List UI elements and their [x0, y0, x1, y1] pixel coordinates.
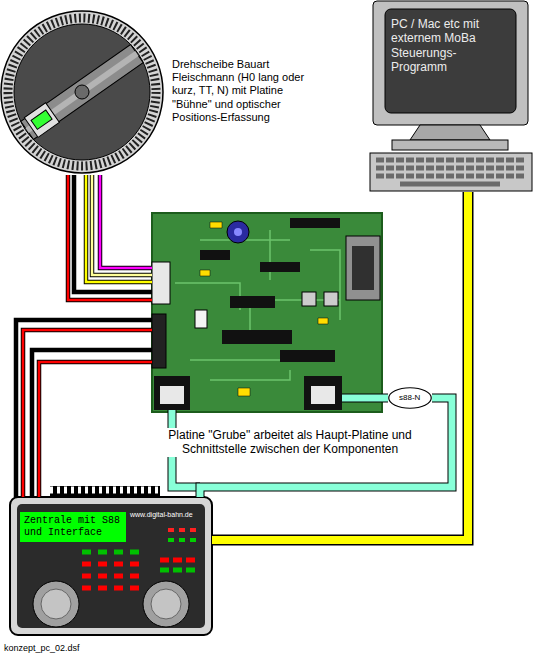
monitor-base — [392, 140, 508, 150]
station-panel — [17, 504, 205, 628]
pin-header — [195, 310, 207, 328]
red-buttons — [82, 586, 142, 591]
cable-sheath — [32, 350, 152, 497]
cable-sheath — [86, 175, 152, 282]
keyboard-keys — [376, 174, 526, 179]
serial-socket — [352, 246, 374, 290]
red-buttons — [160, 558, 196, 563]
rj-jack — [304, 376, 342, 410]
keyboard-spacebar — [400, 182, 500, 187]
adapter-label: s88-N — [399, 393, 420, 403]
website-label: www.digital-bahn.de — [130, 511, 193, 519]
turntable-bridge — [20, 44, 144, 141]
monitor-screen — [385, 9, 516, 113]
push-button — [324, 292, 338, 306]
lcd-text: Zentrale mit S88 und Interface — [20, 512, 126, 542]
capacitor — [227, 221, 249, 243]
red-buttons — [82, 574, 142, 579]
speed-knob-cap — [41, 589, 71, 619]
monitor-housing — [373, 1, 528, 125]
pcb-board — [152, 213, 382, 412]
cable-sheath — [68, 175, 152, 300]
ic-chips — [200, 218, 340, 362]
cabin-window — [31, 110, 52, 129]
keyboard-keys — [376, 166, 526, 171]
board-caption: Platine "Grube" arbeitet als Haupt-Plati… — [154, 428, 426, 457]
status-leds — [168, 528, 196, 532]
cable-core — [23, 330, 152, 497]
turntable-pivot — [75, 85, 89, 99]
rj-jack-socket — [311, 386, 335, 404]
main-board: Platine "Grube" arbeitet als Haupt-Plati… — [152, 213, 382, 412]
cable-sheath — [212, 192, 468, 540]
speed-knob — [143, 581, 189, 627]
track-terminals — [152, 314, 166, 368]
speed-knob — [33, 581, 79, 627]
adapter-ellipse — [389, 388, 432, 409]
turntable-pit — [14, 24, 150, 160]
cable-sheath — [16, 320, 152, 497]
keyboard-keys — [376, 158, 526, 163]
heatsink-gaps — [50, 487, 160, 494]
file-caption: konzept_pc_02.dsf — [4, 643, 80, 654]
turntable-label: Drehscheibe Bauart Fleischmann (H0 lang … — [172, 58, 322, 124]
cable-core — [39, 362, 152, 497]
pc-interface-cable — [212, 192, 468, 540]
rj-jack-socket — [160, 386, 184, 404]
operator-cabin — [24, 103, 59, 138]
turntable: Drehscheibe Bauart Fleischmann (H0 lang … — [0, 10, 165, 175]
cable-sheath — [100, 175, 152, 268]
bridge-track — [25, 51, 138, 133]
s88-cable — [342, 395, 382, 402]
s88-cable — [382, 398, 388, 399]
rj-jack — [154, 376, 190, 410]
cable-sheath — [382, 394, 388, 403]
cable-core — [16, 320, 152, 497]
turntable-rim — [1, 11, 163, 173]
serial-connector — [346, 236, 380, 300]
green-buttons — [160, 568, 196, 573]
cable-core — [382, 395, 388, 402]
station-housing — [10, 497, 212, 635]
cable-core — [100, 175, 152, 268]
cable-core — [32, 350, 152, 497]
status-leds — [168, 538, 196, 542]
track-power-wires — [16, 320, 152, 497]
cable-core — [68, 175, 152, 300]
cable-sheath — [92, 175, 152, 275]
cable-core — [212, 192, 468, 540]
cable-core — [86, 175, 152, 282]
green-buttons — [82, 550, 142, 555]
keyboard — [370, 153, 532, 191]
speed-knob-cap — [151, 589, 181, 619]
turntable-header — [152, 262, 170, 304]
s88n-adapter: s88-N — [388, 387, 432, 409]
s88-cable-sheath — [342, 394, 382, 403]
cable-sheath — [74, 175, 152, 292]
bridge-deck — [21, 45, 143, 140]
cable-core — [74, 175, 152, 292]
command-station: Zentrale mit S88 und Interface www.digita… — [10, 497, 212, 635]
cable-core — [92, 175, 152, 275]
cable-sheath — [23, 330, 152, 497]
capacitor-top — [234, 228, 242, 236]
pc-workstation: PC / Mac etc mit externem MoBa Steuerung… — [373, 1, 532, 192]
red-buttons — [82, 562, 142, 567]
cable-sheath — [39, 362, 152, 497]
turntable-cable — [68, 175, 152, 300]
screen-text: PC / Mac etc mit externem MoBa Steuerung… — [391, 17, 495, 75]
small-components — [200, 222, 328, 396]
turntable-track-ends — [8, 18, 156, 166]
monitor-stand — [410, 125, 490, 140]
push-button — [302, 292, 316, 306]
